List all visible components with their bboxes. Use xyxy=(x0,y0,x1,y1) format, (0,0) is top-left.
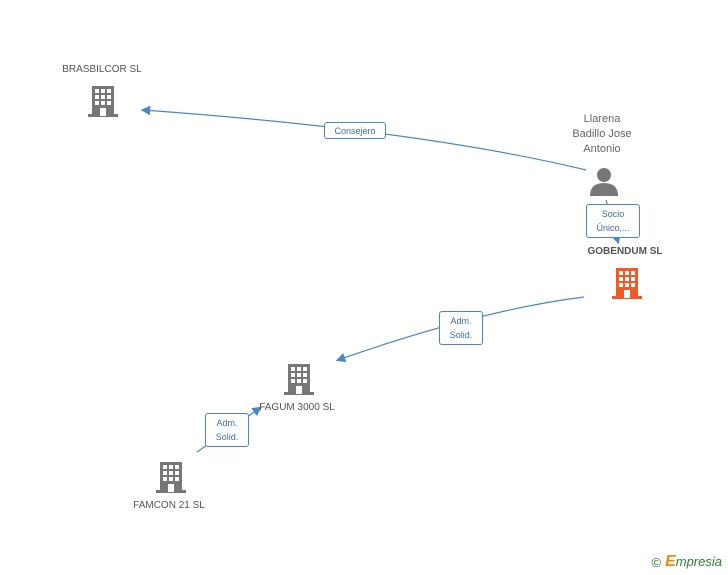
edge-label-text: Único,... xyxy=(596,223,630,233)
person-name-line: Badillo Jose xyxy=(572,128,632,140)
building-icon[interactable] xyxy=(156,462,186,493)
person-name-line: Llarena xyxy=(583,113,621,125)
edge-label-text: Solid. xyxy=(449,330,473,340)
edge-label-consejero[interactable]: Consejero xyxy=(324,122,386,139)
building-icon[interactable] xyxy=(88,84,120,118)
edge-label-adm-gobendum[interactable]: Adm. Solid. xyxy=(439,311,483,345)
company-label-brasbilcor[interactable]: BRASBILCOR SL xyxy=(62,64,142,75)
edge-label-text: Solid. xyxy=(215,432,239,442)
edge-consejero xyxy=(140,105,587,171)
company-label-gobendum[interactable]: GOBENDUM SL xyxy=(587,246,663,257)
person-name-line: Antonio xyxy=(583,143,621,155)
building-icon[interactable] xyxy=(612,268,642,299)
empresia-logo: © Empresia xyxy=(651,553,722,571)
copyright-symbol: © xyxy=(651,554,662,570)
edge-label-text: Socio xyxy=(601,209,625,219)
company-label-famcon[interactable]: FAMCON 21 SL xyxy=(133,500,205,511)
person-label[interactable]: Llarena Badillo Jose Antonio xyxy=(557,112,647,157)
edge-label-adm-famcon[interactable]: Adm. Solid. xyxy=(205,413,249,447)
person-icon[interactable] xyxy=(590,168,618,196)
edge-label-text: Consejero xyxy=(334,125,376,136)
edge-label-socio[interactable]: Socio Único,... xyxy=(586,204,640,238)
edge-label-text: Adm. xyxy=(450,316,472,326)
building-icon[interactable] xyxy=(284,364,314,395)
brand-name: Empresia xyxy=(665,553,722,570)
company-label-fagum[interactable]: FAGUM 3000 SL xyxy=(259,402,335,413)
edge-label-text: Adm. xyxy=(216,418,238,428)
